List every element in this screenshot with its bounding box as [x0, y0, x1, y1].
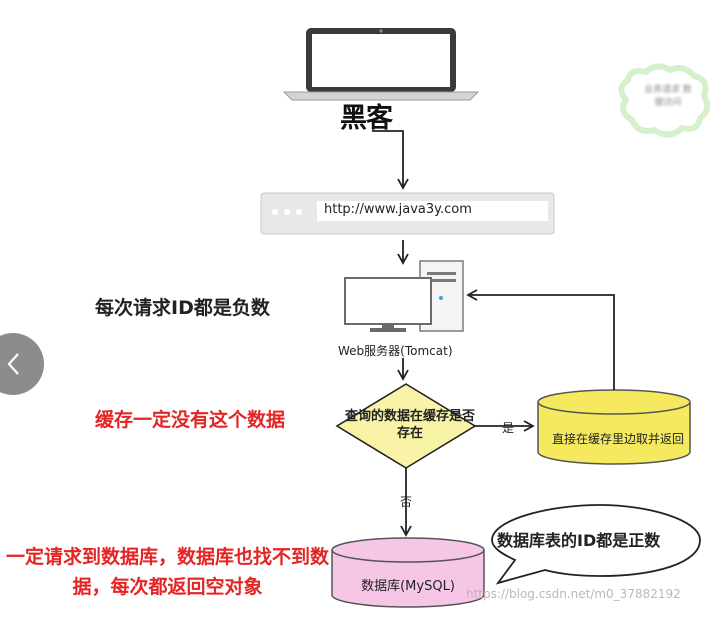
cache-miss-annotation: 缓存一定没有这个数据 [95, 409, 286, 431]
arrow-cache-return-to-server [466, 289, 615, 390]
speech-bubble [491, 504, 701, 585]
bubble-label: 数据库表的ID都是正数 [497, 531, 661, 550]
arrow-hacker-to-browser [372, 130, 409, 190]
database-cylinder [331, 537, 485, 608]
watermark: https://blog.csdn.net/m0_37882192 [466, 587, 681, 601]
yes-label: 是 [502, 421, 515, 435]
server-label: Web服务器(Tomcat) [338, 344, 453, 358]
database-label: 数据库(MySQL) [361, 579, 455, 594]
blurred-note-text: 业务请求 数据访问 [644, 85, 692, 108]
negative-id-annotation: 每次请求ID都是负数 [95, 297, 270, 319]
hacker-label: 黑客 [340, 103, 393, 134]
server-computer-icon [344, 260, 464, 332]
chevron-left-icon [7, 353, 19, 375]
blurred-cloud-note [618, 63, 711, 138]
database-miss-annotation: 一定请求到数据库，数据库也找不到数据，每次都返回空对象 [5, 546, 329, 598]
laptop-icon [282, 28, 480, 101]
cache-label: 直接在缓存里边取并返回 [551, 432, 684, 446]
cache-cylinder [537, 389, 691, 465]
browser-bar-icon [260, 192, 555, 235]
decision-label: 查询的数据在缓存是否存在 [345, 409, 476, 441]
browser-url-text: http://www.java3y.com [324, 202, 472, 217]
no-label: 否 [400, 495, 413, 509]
